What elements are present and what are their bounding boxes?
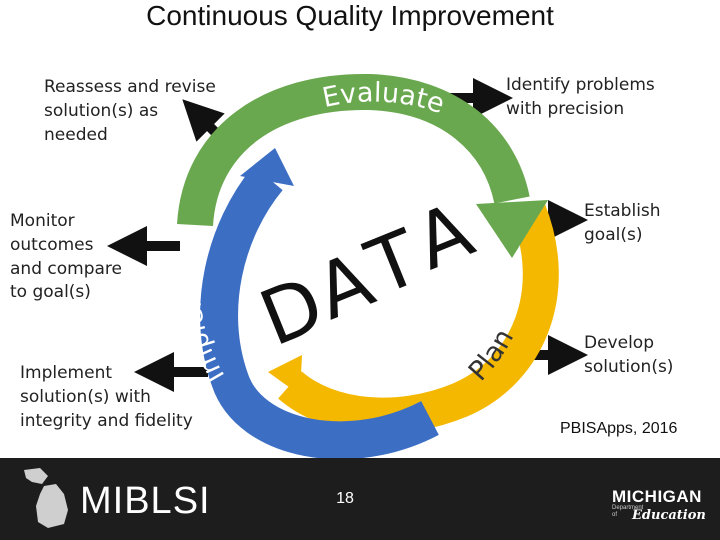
note-develop: Develop solution(s): [584, 332, 673, 380]
note-line: with precision: [506, 98, 625, 119]
note-line: Identify problems: [506, 75, 655, 95]
note-line: solution(s): [584, 356, 674, 377]
data-center-word: D A T A: [248, 185, 485, 363]
note-identify: Identify problems with precision: [506, 74, 655, 122]
brand-logo-text: MIBLSI: [80, 480, 211, 522]
page-number: 18: [336, 490, 354, 507]
note-establish: Establish goal(s): [584, 200, 661, 248]
implement-arrowhead: [240, 148, 294, 186]
evaluate-arrowhead: [476, 200, 548, 258]
note-line: to goal(s): [10, 282, 91, 303]
evaluate-arc: [177, 73, 530, 227]
plan-arrowhead: [268, 355, 302, 395]
department-label: Department of: [612, 505, 644, 518]
note-line: and compare: [10, 258, 122, 279]
plan-arc: [278, 203, 559, 434]
note-implement: Implement solution(s) with integrity and…: [20, 362, 193, 433]
education-logo-word: Education: [632, 508, 706, 523]
page-title: Continuous Quality Improvement: [146, 0, 554, 31]
michigan-map-icon: [24, 468, 68, 528]
note-monitor: Monitor outcomes and compare to goal(s): [10, 210, 122, 305]
note-line: goal(s): [584, 224, 643, 245]
note-line: integrity and fidelity: [20, 410, 193, 431]
footer-bar: [0, 458, 720, 540]
note-line: needed: [44, 124, 108, 145]
note-line: Develop: [584, 333, 654, 353]
citation: PBISApps, 2016: [560, 420, 678, 437]
note-reassess: Reassess and revise solution(s) as neede…: [44, 76, 216, 147]
note-line: solution(s) with: [20, 386, 151, 407]
note-line: solution(s) as: [44, 100, 159, 121]
note-line: Reassess and revise: [44, 77, 216, 97]
implement-arc: [200, 165, 439, 460]
michigan-logo-word: MICHIGAN: [612, 487, 702, 506]
evaluate-label: Evaluate: [320, 77, 448, 120]
note-line: Monitor: [10, 211, 75, 231]
note-line: Implement: [20, 363, 113, 383]
note-line: Establish: [584, 201, 661, 221]
note-line: outcomes: [10, 234, 94, 255]
